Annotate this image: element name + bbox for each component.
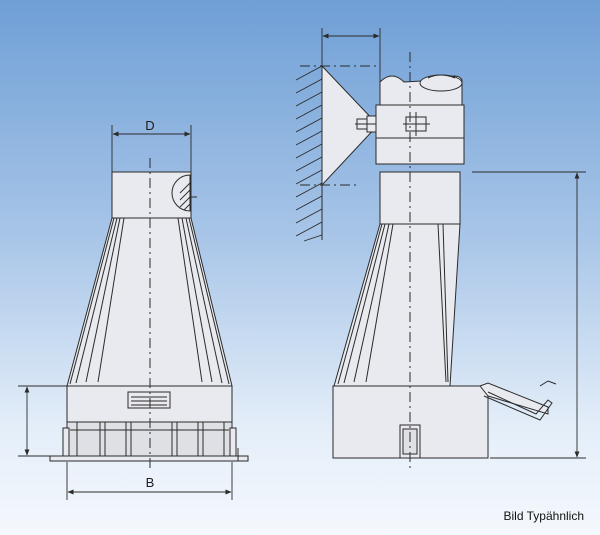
cone-shading-left [69,217,125,385]
dimension-height-side [472,171,586,459]
caption: Bild Typähnlich [503,509,585,523]
dimension-d [111,125,192,172]
side-cone-shading [337,223,449,385]
grille-ribs [70,422,229,456]
dimension-offset-top [321,28,381,82]
left-foot [62,427,70,457]
release-lever [479,380,557,421]
hatch-lines [179,182,191,211]
cone-shading-right [177,217,230,385]
side-view [295,28,586,470]
dimension-b-label: B [146,475,155,490]
pipe-segment-upper [375,137,465,165]
pipe-opening-rim [427,74,456,79]
wall-hatching [295,65,323,242]
front-view: D B [18,118,249,500]
right-foot [229,427,237,457]
dimension-d-label: D [145,118,154,133]
vent-slot [127,391,171,409]
side-cone [333,223,461,387]
dimension-b [66,462,233,500]
dimension-height-front [18,385,67,457]
pipe-opening [419,74,463,92]
wall-bracket [321,64,379,187]
clamp-screw [403,112,430,136]
side-cylinder [379,171,461,225]
base-flange [49,455,249,462]
